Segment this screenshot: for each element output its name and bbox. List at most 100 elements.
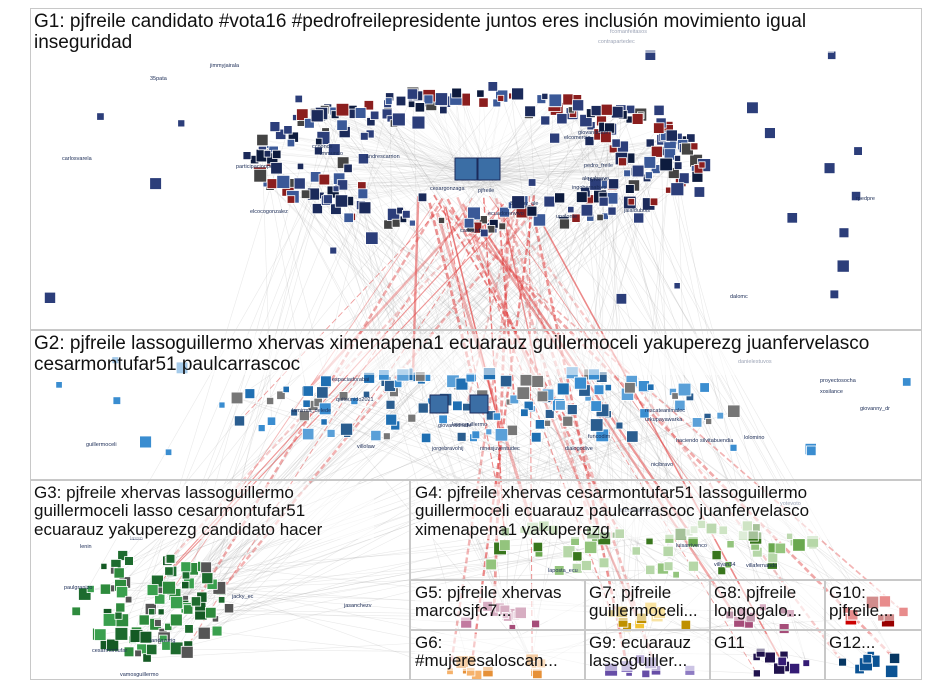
node-avatar xyxy=(276,390,286,400)
edge-line xyxy=(622,135,673,623)
node-avatar xyxy=(643,156,657,169)
edge-line xyxy=(128,129,289,652)
node-avatar xyxy=(688,560,699,572)
node-avatar xyxy=(350,397,359,405)
edge-line xyxy=(469,142,671,179)
node-avatar xyxy=(244,388,256,400)
edge-line xyxy=(482,174,588,211)
node-avatar xyxy=(716,411,725,420)
node-avatar xyxy=(114,627,129,641)
group-box-g3 xyxy=(30,480,410,680)
edge-line xyxy=(239,207,442,422)
node-avatar xyxy=(623,169,631,178)
node-avatar xyxy=(451,87,462,99)
hub-avatar xyxy=(469,394,489,414)
node-avatar xyxy=(294,94,303,104)
node-label: byronuc xyxy=(588,177,608,183)
edge-line xyxy=(493,167,636,172)
group-label-g9: G9: ecuarauz lassoguiller... xyxy=(589,633,707,671)
node-avatar xyxy=(631,546,641,556)
edge-line xyxy=(276,154,474,170)
node-avatar xyxy=(336,156,350,169)
node-avatar xyxy=(511,87,525,101)
node-avatar xyxy=(300,189,311,199)
edge-line xyxy=(176,113,530,649)
node-avatar xyxy=(624,381,636,394)
edge-line xyxy=(346,433,533,661)
node-avatar xyxy=(526,205,538,217)
node-avatar xyxy=(358,201,372,215)
node-avatar xyxy=(485,428,493,436)
node-label: urkupayawarka xyxy=(645,417,683,423)
edge-line xyxy=(200,540,576,615)
edge-line xyxy=(522,101,555,531)
node-avatar xyxy=(673,161,683,170)
node-avatar xyxy=(544,419,552,427)
node-avatar xyxy=(665,129,678,142)
node-avatar xyxy=(499,374,513,388)
node-avatar xyxy=(639,408,650,419)
edge-line xyxy=(145,196,582,638)
edge-line xyxy=(362,185,487,195)
group-box-g7 xyxy=(585,580,710,630)
node-label: villolaw xyxy=(357,444,375,450)
node-avatar xyxy=(556,382,570,396)
node-avatar xyxy=(767,552,779,564)
edge-line xyxy=(262,145,482,174)
edge-line xyxy=(321,113,670,540)
node-avatar xyxy=(536,390,549,403)
edge-line xyxy=(346,206,501,435)
node-avatar xyxy=(572,551,583,562)
node-avatar xyxy=(492,412,502,421)
node-avatar xyxy=(197,626,211,640)
node-avatar xyxy=(777,656,787,667)
edge-line xyxy=(295,117,457,169)
edge-line xyxy=(390,220,541,420)
node-avatar xyxy=(359,131,369,141)
node-label: giovanny_dr xyxy=(860,406,890,412)
node-avatar xyxy=(357,188,369,200)
node-avatar xyxy=(313,146,323,156)
node-avatar xyxy=(164,622,173,631)
edge-line xyxy=(309,123,481,178)
node-avatar xyxy=(138,614,150,626)
node-avatar xyxy=(123,646,135,658)
group-box-g1 xyxy=(30,8,922,330)
node-avatar xyxy=(653,122,665,134)
node-avatar xyxy=(596,213,604,222)
node-avatar xyxy=(256,133,269,147)
node-avatar xyxy=(618,157,627,167)
edge-line xyxy=(571,109,872,655)
edge-line xyxy=(150,544,505,610)
group-label-g2: G2: pjfreile lassoguillermo xhervas xime… xyxy=(34,333,894,376)
group-box-g5 xyxy=(410,580,585,630)
node-avatar xyxy=(653,104,665,116)
node-label: villafernando xyxy=(746,563,777,569)
edge-line xyxy=(469,176,601,218)
node-avatar xyxy=(647,383,655,391)
hub-avatar xyxy=(477,157,501,181)
node-avatar xyxy=(335,103,350,117)
node-label: paulgranizo xyxy=(64,585,92,591)
edge-line xyxy=(444,101,495,167)
edge-line xyxy=(132,110,622,640)
node-label: carlosjvb xyxy=(460,228,482,234)
node-label: nicibravo xyxy=(651,462,673,468)
edge-line xyxy=(343,162,458,183)
node-avatar xyxy=(471,430,481,440)
node-label: jacky_ec xyxy=(231,594,254,600)
node-avatar xyxy=(662,545,674,557)
node-avatar xyxy=(615,293,628,305)
node-avatar xyxy=(385,399,396,410)
node-avatar xyxy=(541,92,549,100)
node-label: fmmundo xyxy=(320,151,343,157)
edge-line xyxy=(176,387,609,649)
node-avatar xyxy=(169,613,183,627)
group-label-g6: G6: #mujeresaloscan... xyxy=(415,633,583,671)
node-avatar xyxy=(223,603,235,614)
node-avatar xyxy=(562,415,574,427)
edge-line xyxy=(611,198,628,628)
node-avatar xyxy=(711,550,722,561)
node-avatar xyxy=(590,418,604,432)
edge-line xyxy=(146,146,624,659)
